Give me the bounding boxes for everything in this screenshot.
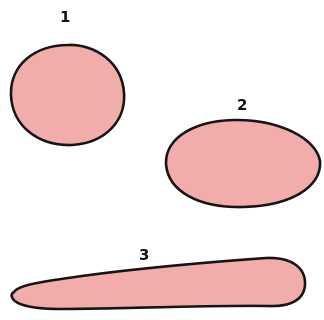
shape-1-circle bbox=[11, 45, 124, 145]
shape-group-3: 3 bbox=[12, 246, 305, 309]
shape-3-label: 3 bbox=[139, 246, 149, 264]
shape-2-ellipse bbox=[166, 120, 320, 207]
shape-group-1: 1 bbox=[11, 8, 124, 145]
shape-2-label: 2 bbox=[237, 96, 247, 114]
shape-1-label: 1 bbox=[60, 8, 70, 26]
shape-3-elongated bbox=[12, 258, 305, 309]
shape-group-2: 2 bbox=[166, 96, 320, 207]
